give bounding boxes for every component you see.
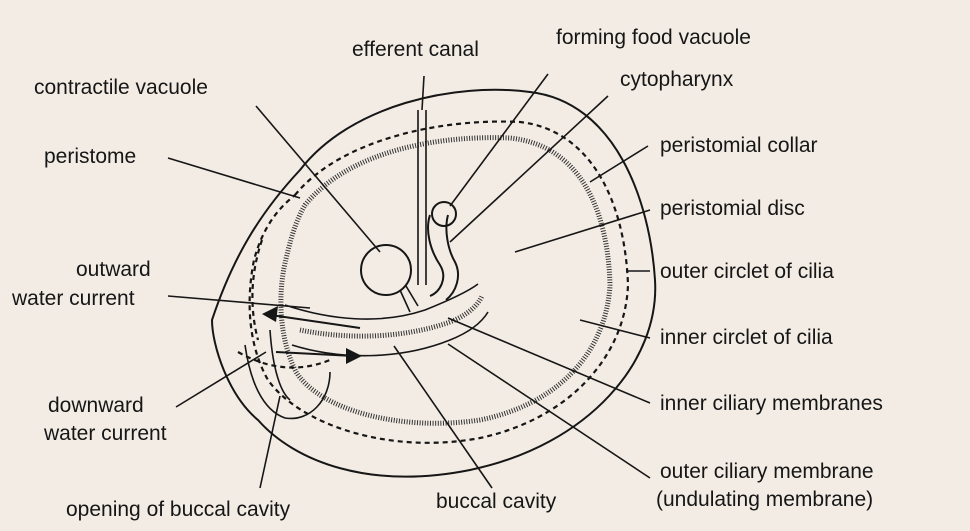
leader-peristome (168, 158, 300, 198)
leader-outer-ciliary (448, 344, 650, 478)
label-outer-ciliary-1: outer ciliary membrane (660, 460, 874, 483)
label-outward-1: outward (76, 258, 151, 281)
leader-contractile-vacuole (256, 106, 380, 252)
leader-opening-buccal (260, 396, 280, 488)
label-buccal-cavity: buccal cavity (436, 490, 557, 513)
label-opening-buccal: opening of buccal cavity (66, 498, 291, 521)
peristome-line (252, 240, 262, 340)
forming-food-vacuole-shape (432, 202, 456, 226)
label-efferent-canal: efferent canal (352, 38, 479, 61)
label-cytopharynx: cytopharynx (620, 68, 734, 91)
contractile-vacuole-shape (361, 245, 411, 295)
leader-peristomial-collar (590, 146, 648, 182)
leader-peristomial-disc (515, 210, 650, 252)
label-downward-2: water current (43, 422, 167, 445)
buccal-groove-upper (285, 284, 478, 319)
label-peristome: peristome (44, 145, 136, 168)
label-outer-circlet: outer circlet of cilia (660, 260, 834, 283)
label-outer-ciliary-2: (undulating membrane) (656, 488, 873, 511)
cytopharynx-shape (428, 215, 458, 300)
label-peristomial-disc: peristomial disc (660, 197, 805, 220)
inner-circlet-of-cilia (281, 138, 610, 424)
outward-arrow (262, 306, 360, 328)
outer-body-outline (212, 90, 655, 477)
leader-efferent-canal (422, 76, 424, 110)
label-inner-circlet: inner circlet of cilia (660, 326, 833, 349)
label-inner-ciliary: inner ciliary membranes (660, 392, 883, 415)
leader-outward-water (168, 296, 310, 308)
label-downward-1: downward (48, 394, 144, 417)
leader-cytopharynx (450, 96, 608, 242)
leader-inner-circlet (580, 320, 650, 338)
leader-buccal-cavity (394, 346, 492, 488)
label-forming-food-vacuole: forming food vacuole (556, 26, 751, 49)
efferent-canal-tube (418, 110, 426, 285)
label-peristomial-collar: peristomial collar (660, 134, 818, 157)
label-contractile-vacuole: contractile vacuole (34, 76, 208, 99)
label-outward-2: water current (11, 287, 135, 310)
